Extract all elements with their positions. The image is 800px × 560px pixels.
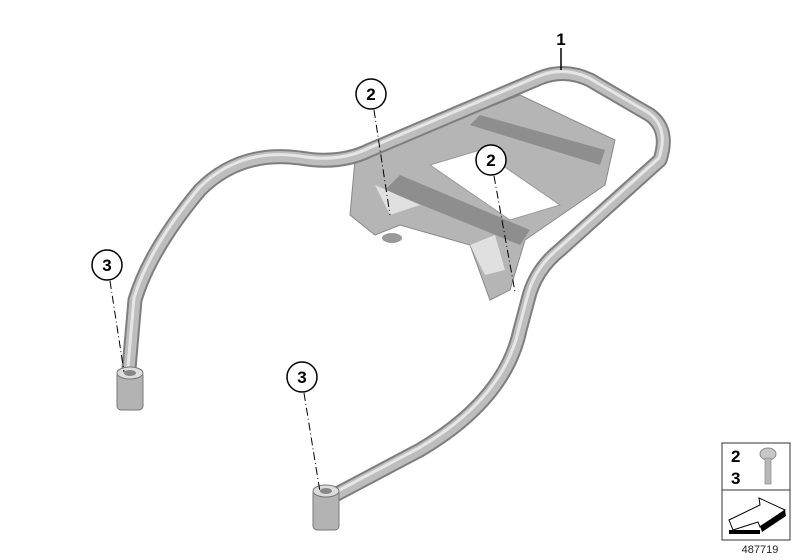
rack-foot-left — [116, 366, 144, 411]
luggage-rack-tube — [120, 66, 671, 503]
callout-1: 1 — [556, 30, 565, 49]
svg-text:3: 3 — [102, 256, 111, 275]
callout-2b: 2 — [475, 144, 507, 176]
callout-3a: 3 — [91, 249, 123, 281]
legend-item-2: 2 — [731, 447, 740, 466]
arrow-icon — [728, 497, 787, 534]
callout-3b: 3 — [286, 361, 318, 393]
screw-icon — [759, 447, 777, 485]
callout-2a: 2 — [355, 78, 387, 110]
svg-text:2: 2 — [366, 85, 375, 104]
legend-item-3: 3 — [731, 469, 740, 488]
document-number: 487719 — [742, 544, 779, 556]
legend-box: 2 3 — [721, 442, 791, 541]
mounting-plate — [349, 94, 616, 301]
leader-lines — [109, 109, 516, 493]
svg-text:3: 3 — [297, 368, 306, 387]
svg-text:2: 2 — [486, 151, 495, 170]
rack-foot-right — [312, 484, 340, 531]
